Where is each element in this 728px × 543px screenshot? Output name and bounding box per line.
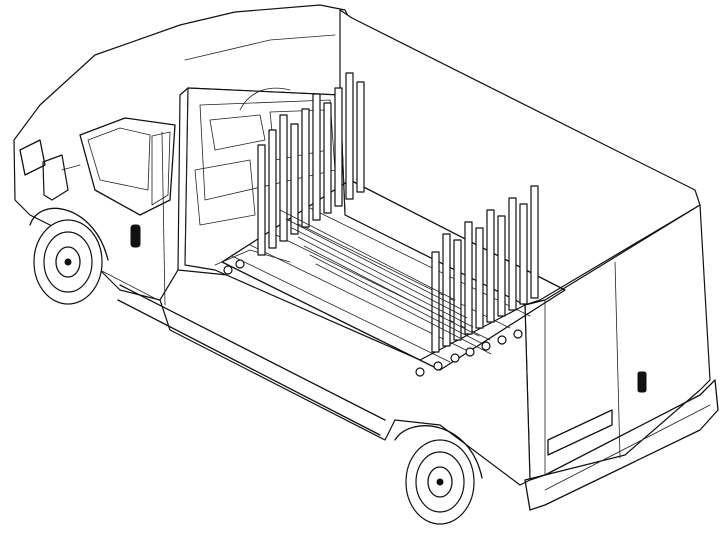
rack-post <box>497 215 506 317</box>
cab-doors <box>79 117 176 306</box>
rack-caster <box>513 329 523 339</box>
rack-post <box>279 114 288 242</box>
rack-base-rail <box>269 231 491 341</box>
rack-crossbar <box>285 218 462 310</box>
rack-post <box>334 87 343 207</box>
rack-post <box>530 185 539 299</box>
rack-caster <box>481 341 491 351</box>
rack-base-rail <box>289 219 511 329</box>
rack-caster <box>415 367 425 377</box>
rack-caster <box>433 361 443 371</box>
rack-crossbar <box>279 209 456 301</box>
rack-post <box>508 197 517 311</box>
rear-wheel <box>394 425 483 525</box>
rack-base-rail <box>231 255 451 363</box>
rack-post <box>257 144 266 256</box>
rack-crossbar <box>309 254 486 346</box>
headlight <box>19 139 46 176</box>
rack-post <box>312 93 321 221</box>
rack-crossbar <box>303 245 480 337</box>
rack-post <box>323 102 332 214</box>
van-body <box>13 4 711 486</box>
rack-crossbar <box>291 227 468 319</box>
side-mirror <box>42 154 81 201</box>
rack-post <box>475 227 484 329</box>
rack-caster <box>450 353 460 363</box>
rack-crossbar <box>315 263 492 355</box>
rack-post <box>301 108 310 228</box>
rack-post <box>486 209 495 323</box>
front-wheel <box>29 207 109 305</box>
rack-post <box>356 81 365 193</box>
rack-caster <box>465 347 475 357</box>
rack-post <box>290 123 299 235</box>
rack-post <box>464 221 473 335</box>
rack-post <box>268 129 277 249</box>
rack-caster <box>235 259 245 269</box>
rack-caster <box>223 265 233 275</box>
rack-post <box>442 233 451 347</box>
rack-post <box>453 239 462 341</box>
rack-post <box>345 72 354 200</box>
glass-rack <box>221 72 566 377</box>
rack-post <box>519 203 528 305</box>
rack-caster <box>497 335 507 345</box>
rack-crossbar <box>297 236 474 328</box>
side-strip <box>117 284 386 436</box>
rear-doors <box>524 261 719 511</box>
